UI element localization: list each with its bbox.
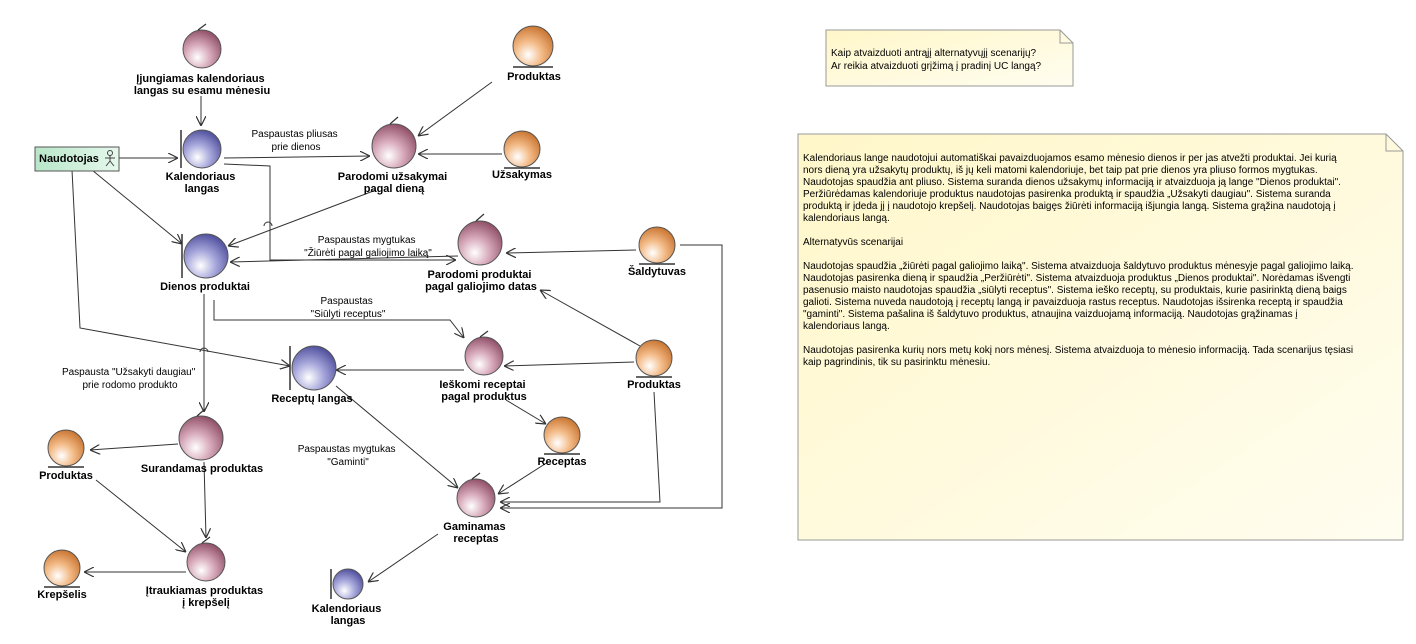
- note-question-text: Kaip atvaizduoti antrąjį alternatyvųjį s…: [831, 48, 1042, 72]
- boundary-kalendoriaus-langas-2[interactable]: Kalendoriaus langas: [312, 568, 385, 627]
- node-label: Šaldytuvas: [628, 265, 686, 278]
- edge-produktai-dienos: [230, 255, 459, 262]
- node-label: Produktas: [39, 470, 93, 482]
- note-description-text: Kalendoriaus lange naudotojui automatišk…: [803, 153, 1356, 368]
- edge-produktasmid-ieskomi: [504, 362, 635, 366]
- entity-produktas-top[interactable]: Produktas: [507, 25, 561, 83]
- node-label: Ieškomi receptai pagal produktus: [439, 379, 528, 403]
- note-question: Kaip atvaizduoti antrąjį alternatyvųjį s…: [825, 29, 1074, 87]
- control-parodomi-produktai[interactable]: Parodomi produktai pagal galiojimo datas: [425, 213, 537, 293]
- node-label: Įtraukiamas produktas į krepšelį: [146, 585, 266, 609]
- node-label: Dienos produktai: [160, 281, 250, 293]
- node-label: Gaminamas receptas: [443, 521, 508, 545]
- edges: [71, 81, 723, 582]
- edge-produktas-uzsakymai: [418, 81, 493, 136]
- entity-saldytuvas[interactable]: Šaldytuvas: [628, 226, 686, 278]
- edge-kalendoriaus-produktai: [223, 163, 456, 260]
- edge-saldytuvas-gaminamas: [500, 244, 723, 508]
- node-label: Receptų langas: [271, 393, 352, 405]
- edge-label-galiojimo: Paspaustas mygtukas "Žiūrėti pagal galio…: [304, 235, 432, 259]
- edge-kalendoriaus-uzsakymai: [223, 156, 370, 158]
- entity-krepselis[interactable]: Krepšelis: [37, 549, 87, 601]
- edge-surandamas-produktasleft: [90, 443, 179, 450]
- node-label: Receptas: [538, 456, 587, 468]
- actor-naudotojas[interactable]: Naudotojas: [34, 146, 120, 172]
- node-label: Užsakymas: [492, 169, 552, 181]
- control-parodomi-uzsakymai[interactable]: Parodomi užsakymai pagal dieną: [338, 116, 451, 195]
- entity-uzsakymas[interactable]: Užsakymas: [492, 130, 552, 181]
- edge-hop: [199, 347, 209, 353]
- edge-receptu-gaminamas: [335, 385, 458, 488]
- edge-labels: Paspaustas pliusas prie dienos Paspausta…: [62, 129, 432, 468]
- node-label: Parodomi užsakymai pagal dieną: [338, 171, 451, 195]
- edge-produktasmid-produktai: [540, 290, 641, 347]
- edge-hop: [263, 221, 273, 227]
- boundary-receptu-langas[interactable]: Receptų langas: [271, 345, 353, 405]
- node-label: Kalendoriaus langas: [166, 171, 239, 195]
- note-description: Kalendoriaus lange naudotojui automatišk…: [797, 133, 1404, 541]
- node-label: Produktas: [507, 71, 561, 83]
- edge-surandamas-itraukiamas: [204, 461, 206, 538]
- edge-label-siulyti: Paspaustas "Siūlyti receptus": [311, 296, 386, 320]
- edge-label-pliusas: Paspaustas pliusas prie dienos: [252, 129, 341, 153]
- actor-label: Naudotojas: [39, 153, 99, 165]
- control-ijungiamas-kalendoriaus[interactable]: Įjungiamas kalendoriaus langas su esamu …: [134, 23, 270, 97]
- edge-ieskomi-receptas: [505, 399, 546, 424]
- node-label: Krepšelis: [37, 589, 87, 601]
- control-surandamas-produktas[interactable]: Surandamas produktas: [141, 408, 263, 475]
- edge-gaminamas-kalendoriaus2: [368, 533, 439, 582]
- edge-label-uzsakyti: Paspausta "Užsakyti daugiau" prie rodomo…: [62, 367, 198, 391]
- edge-dienos-ieskomi: [213, 300, 464, 338]
- entity-receptas[interactable]: Receptas: [538, 416, 587, 468]
- node-label: Įjungiamas kalendoriaus langas su esamu …: [134, 73, 270, 97]
- edge-produktasleft-itraukiamas: [95, 479, 186, 552]
- control-ieskomi-receptai[interactable]: Ieškomi receptai pagal produktus: [439, 330, 528, 403]
- edge-saldytuvas-produktai: [506, 250, 637, 253]
- edge-receptas-gaminamas: [498, 461, 549, 494]
- node-label: Produktas: [627, 379, 681, 391]
- actor-icon: [105, 150, 115, 167]
- boundary-kalendoriaus-langas[interactable]: Kalendoriaus langas: [166, 129, 239, 195]
- node-label: Kalendoriaus langas: [312, 603, 385, 627]
- node-label: Parodomi produktai pagal galiojimo datas: [425, 269, 537, 293]
- edge-label-gaminti: Paspaustas mygtukas "Gaminti": [298, 444, 399, 468]
- node-label: Surandamas produktas: [141, 463, 263, 475]
- edge-produktasmid-gaminamas: [500, 391, 661, 502]
- edge-uzsakymai-dienos: [228, 189, 377, 246]
- control-gaminamas-receptas[interactable]: Gaminamas receptas: [443, 472, 508, 545]
- control-itraukiamas-produktas[interactable]: Įtraukiamas produktas į krepšelį: [146, 536, 266, 609]
- entity-produktas-mid[interactable]: Produktas: [627, 339, 681, 391]
- entity-produktas-left[interactable]: Produktas: [39, 429, 93, 482]
- edge-actor-receptu: [71, 169, 290, 366]
- boundary-dienos-produktai[interactable]: Dienos produktai: [160, 233, 250, 293]
- edge-actor-dienos: [91, 169, 182, 244]
